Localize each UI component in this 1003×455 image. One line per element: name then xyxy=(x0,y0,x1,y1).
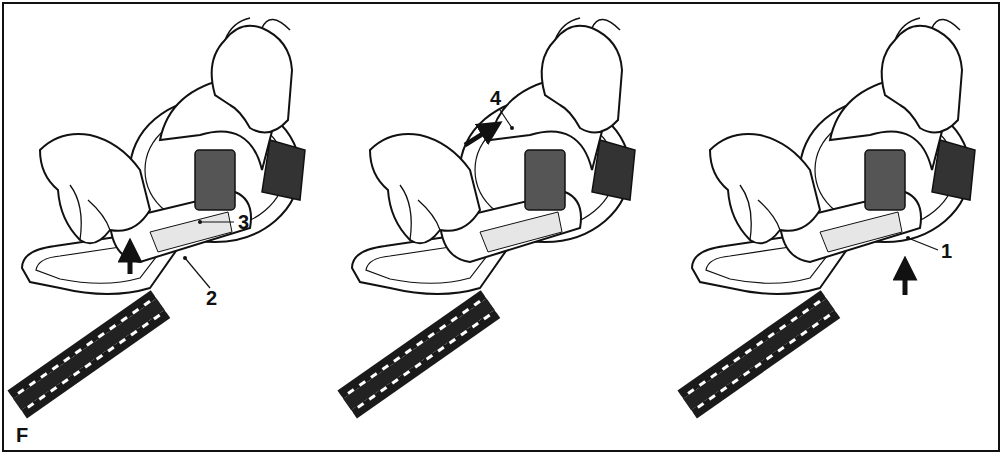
leader-dot xyxy=(906,236,910,240)
trimmer-panel-2 xyxy=(337,18,635,418)
leader-dot xyxy=(510,126,514,130)
motion-arrow xyxy=(903,268,908,295)
leader-dot xyxy=(198,220,202,224)
callout-number: 2 xyxy=(206,288,217,308)
frame-border xyxy=(3,3,999,451)
motion-arrow xyxy=(465,128,492,145)
callout-number: 4 xyxy=(490,88,501,108)
callout-number: 1 xyxy=(941,241,952,261)
leader-line xyxy=(908,238,938,250)
leader-dot xyxy=(183,256,187,260)
leader-line xyxy=(500,110,512,128)
figure-letter: F xyxy=(16,425,28,445)
motion-arrow xyxy=(128,250,133,274)
trimmer-panel-1 xyxy=(7,18,305,418)
leader-line xyxy=(200,221,234,222)
leader-line xyxy=(185,258,210,288)
callout-number: 3 xyxy=(238,212,249,232)
trimmer-panel-3 xyxy=(677,18,975,418)
